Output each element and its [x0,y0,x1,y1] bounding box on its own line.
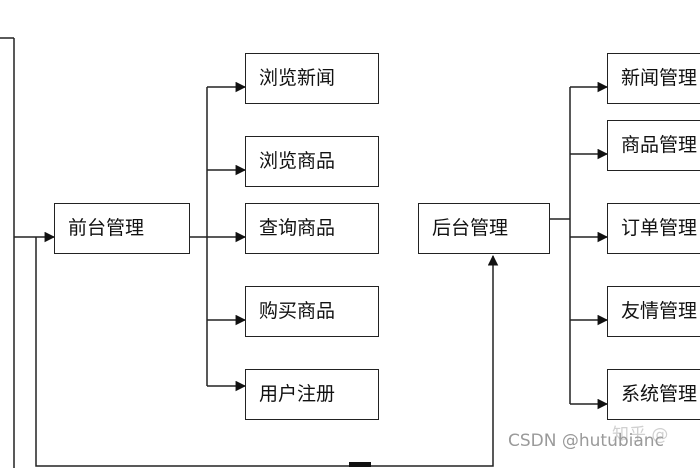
node-front-child: 浏览新闻 [245,53,379,104]
node-front-child: 查询商品 [245,203,379,254]
csdn-watermark: CSDN @hutubianc [508,431,664,451]
loop-to-back-root [35,237,499,467]
node-front-child: 用户注册 [245,369,379,420]
node-back-child: 系统管理 [607,369,700,420]
node-back-root: 后台管理 [418,203,550,254]
node-back-child: 新闻管理 [607,53,700,104]
node-back-child: 订单管理 [607,203,700,254]
node-front-child: 购买商品 [245,286,379,337]
node-front-root: 前台管理 [54,203,190,254]
node-front-child: 浏览商品 [245,136,379,187]
node-back-child: 友情管理 [607,286,700,337]
loop-mark [349,462,371,467]
zhihu-watermark: 知乎 @ [612,425,669,445]
node-back-child: 商品管理 [607,120,700,171]
